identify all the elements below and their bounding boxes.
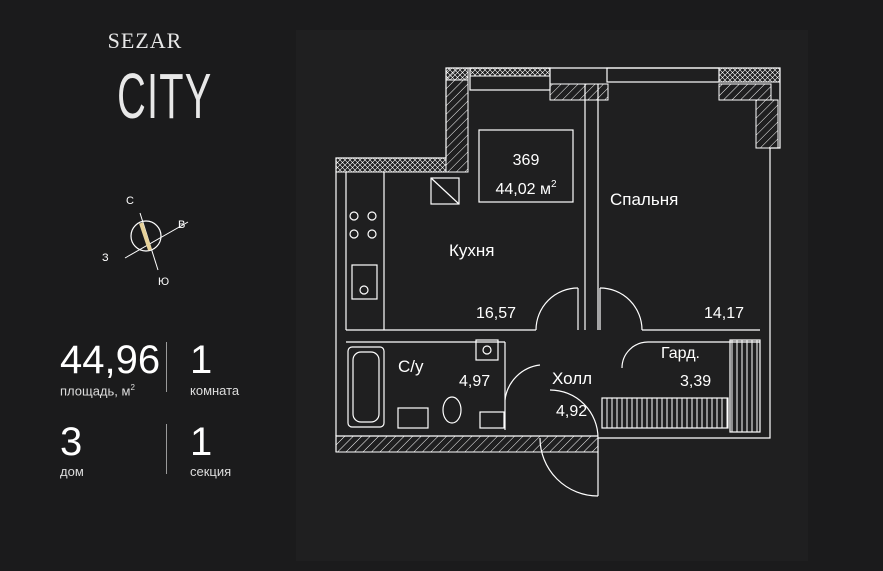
area-value: 44,96 (60, 338, 161, 382)
total-area: 44,02 м2 (495, 179, 556, 198)
area-label-sup: 2 (130, 383, 135, 392)
hall-area: 4,92 (556, 403, 587, 420)
divider (166, 424, 167, 474)
kitchen-name: Кухня (449, 241, 495, 260)
area-label: площадь, м2 (60, 383, 135, 398)
brand-name: SEZAR (107, 28, 183, 53)
section-label: секция (190, 464, 232, 479)
kitchen-area: 16,57 (476, 305, 516, 322)
total-area-sup: 2 (551, 179, 557, 190)
floor-plan: 369 44,02 м2 Спальня Кухня 16,57 14,17 С… (335, 67, 781, 497)
house-value: 3 (60, 420, 83, 464)
bathroom-area: 4,97 (459, 373, 490, 390)
brand-sub: CITY (117, 60, 213, 132)
wardrobe-area: 3,39 (680, 373, 711, 390)
bedroom-area: 14,17 (704, 305, 744, 322)
compass-east: В (178, 219, 185, 231)
bedroom-name: Спальня (610, 190, 678, 209)
house-label: дом (60, 464, 84, 479)
hall-name: Холл (552, 369, 592, 388)
compass-icon: С В З Ю (102, 195, 189, 288)
total-area-value: 44,02 м (495, 181, 550, 198)
compass-west: З (102, 252, 109, 264)
divider (166, 342, 167, 392)
compass-north: С (126, 195, 134, 207)
rooms-label: комната (190, 383, 240, 398)
section-value: 1 (190, 420, 213, 464)
wardrobe-name: Гард. (661, 345, 700, 362)
area-label-text: площадь, м (60, 383, 131, 399)
bathroom-name: С/у (398, 357, 424, 376)
compass-south: Ю (158, 276, 169, 288)
rooms-value: 1 (190, 338, 213, 382)
apartment-number: 369 (513, 152, 540, 169)
